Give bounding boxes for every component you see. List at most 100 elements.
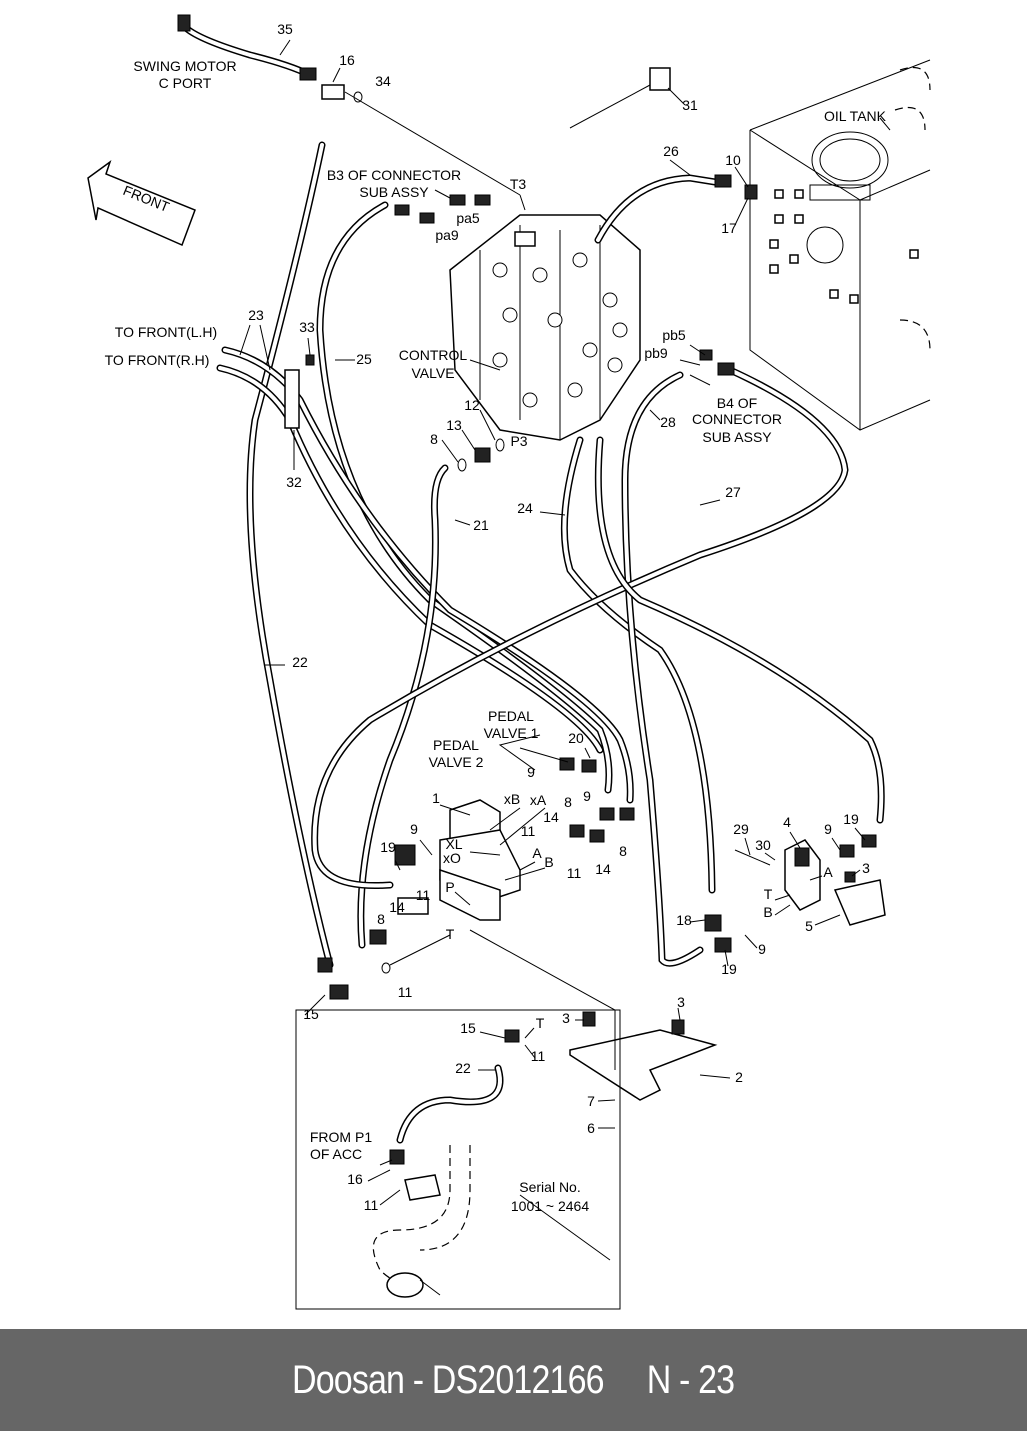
tank-ports [769, 189, 919, 304]
fittings [177, 14, 886, 1310]
port-b: B [544, 854, 553, 870]
callout-22: 22 [455, 1060, 471, 1076]
callout-15: 15 [460, 1020, 476, 1036]
to-front-rh-label: TO FRONT(R.H) [105, 352, 210, 368]
callout-11: 11 [364, 1197, 379, 1213]
b4-of-label: B4 OF [717, 395, 757, 411]
callout-20: 20 [568, 730, 584, 746]
pedal-valve-1-label-a: PEDAL [488, 708, 534, 724]
callout-35: 35 [277, 21, 293, 37]
callout-11: 11 [531, 1048, 546, 1064]
control-label: CONTROL [399, 347, 468, 363]
callout-26: 26 [663, 143, 679, 159]
port-xb: xB [504, 791, 520, 807]
b4-connector-label: CONNECTOR [692, 411, 782, 427]
callout-9: 9 [583, 788, 591, 804]
callout-33: 33 [299, 319, 315, 335]
callout-16: 16 [339, 52, 355, 68]
callout-14: 14 [595, 861, 611, 877]
front-arrow: FRONT [87, 160, 196, 247]
callout-10: 10 [725, 152, 741, 168]
callout-14: 14 [543, 809, 559, 825]
leader-lines [239, 39, 891, 1296]
callout-8: 8 [430, 431, 438, 447]
port-t: T [536, 1015, 545, 1031]
c-port-label: C PORT [159, 75, 212, 91]
callout-16: 16 [347, 1171, 363, 1187]
port-p3: P3 [510, 433, 527, 449]
callout-7: 7 [587, 1093, 595, 1109]
callout-12: 12 [464, 397, 480, 413]
port-a: A [532, 845, 542, 861]
callout-labels: 35 SWING MOTOR C PORT 16 34 31 B3 OF CON… [105, 21, 887, 1214]
callout-3: 3 [862, 860, 870, 876]
callout-4: 4 [783, 814, 791, 830]
port-t: T [764, 886, 773, 902]
callout-11: 11 [398, 984, 413, 1000]
callout-11: 11 [567, 865, 582, 881]
pedal-valve-1-label-b: VALVE 1 [484, 725, 539, 741]
callout-5: 5 [805, 918, 813, 934]
b4-sub-assy-label: SUB ASSY [702, 429, 772, 445]
from-p1-label: FROM P1 [310, 1129, 372, 1145]
callout-19: 19 [380, 839, 396, 855]
callout-18: 18 [676, 912, 692, 928]
pedal-valve-2-label-b: VALVE 2 [429, 754, 484, 770]
callout-27: 27 [725, 484, 741, 500]
parts-diagram: FRONT [87, 14, 931, 1310]
port-xa: xA [530, 792, 547, 808]
port-a: A [823, 864, 833, 880]
callout-25: 25 [356, 351, 372, 367]
callout-1: 1 [432, 790, 440, 806]
callout-14: 14 [389, 899, 405, 915]
port-xo: xO [443, 850, 461, 866]
port-pa5: pa5 [456, 210, 480, 226]
port-p: P [445, 879, 454, 895]
serial-no-label: Serial No. [519, 1179, 580, 1195]
port-t3: T3 [510, 176, 527, 192]
callout-31: 31 [682, 97, 698, 113]
callout-9: 9 [410, 821, 418, 837]
oil-tank-label: OIL TANK [824, 108, 887, 124]
callout-29: 29 [733, 821, 749, 837]
callout-8: 8 [619, 843, 627, 859]
hose-22-detail [396, 1064, 504, 1144]
pedal-valve-2-label-a: PEDAL [433, 737, 479, 753]
hose-21 [357, 464, 449, 949]
callout-3: 3 [562, 1010, 570, 1026]
callout-22: 22 [292, 654, 308, 670]
callout-13: 13 [446, 417, 462, 433]
callout-19: 19 [721, 961, 737, 977]
port-pb9: pb9 [644, 345, 668, 361]
control-valve [449, 214, 641, 441]
port-pa9: pa9 [435, 227, 459, 243]
b3-connector-label: B3 OF CONNECTOR [327, 167, 461, 183]
swing-motor-label: SWING MOTOR [133, 58, 236, 74]
port-t: T [446, 926, 455, 942]
detail-box [295, 1009, 621, 1310]
callout-6: 6 [587, 1120, 595, 1136]
callout-9: 9 [758, 941, 766, 957]
serial-range-label: 1001 ~ 2464 [511, 1198, 589, 1214]
callout-11: 11 [521, 823, 536, 839]
callout-2: 2 [735, 1069, 743, 1085]
callout-8: 8 [564, 794, 572, 810]
port-pb5: pb5 [662, 327, 686, 343]
callout-28: 28 [660, 414, 676, 430]
callout-9: 9 [824, 821, 832, 837]
callout-15: 15 [303, 1006, 319, 1022]
callout-34: 34 [375, 73, 391, 89]
port-b: B [763, 904, 772, 920]
callout-9: 9 [527, 764, 535, 780]
callout-32: 32 [286, 474, 302, 490]
callout-8: 8 [377, 911, 385, 927]
of-acc-label: OF ACC [310, 1146, 362, 1162]
callout-17: 17 [721, 220, 737, 236]
callout-30: 30 [755, 837, 771, 853]
callout-21: 21 [473, 517, 489, 533]
callout-11: 11 [416, 887, 431, 903]
port-xl: XL [445, 836, 462, 852]
callout-19: 19 [843, 811, 859, 827]
to-front-lh-label: TO FRONT(L.H) [115, 324, 217, 340]
callout-23: 23 [248, 307, 264, 323]
